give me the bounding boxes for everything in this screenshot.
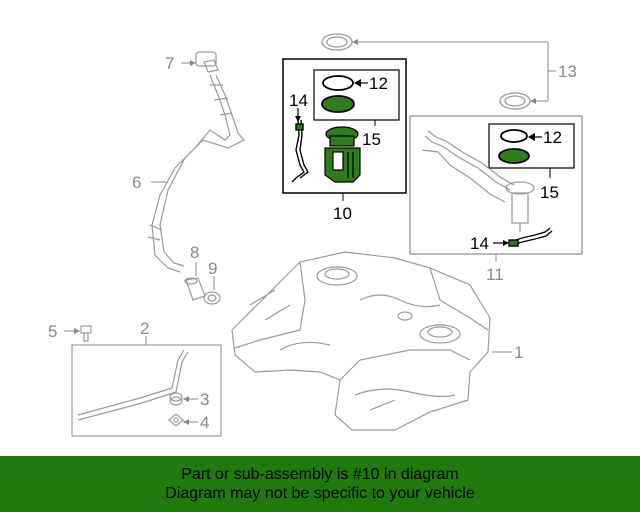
oring-right: [500, 129, 528, 143]
callout-15-left: 15: [362, 130, 381, 149]
callout-2: 2: [140, 319, 149, 338]
gasket-left: [321, 95, 355, 113]
callout-5: 5: [48, 322, 57, 341]
callout-13: 13: [558, 62, 577, 81]
harness-14-left: [291, 119, 309, 183]
callout-10: 10: [333, 204, 352, 223]
hose-and-clamp: [184, 277, 221, 305]
fuel-sender-unit: [421, 130, 535, 232]
callout-6: 6: [132, 173, 141, 192]
notice-line-2: Diagram may not be specific to your vehi…: [165, 485, 475, 502]
nut-3: [169, 392, 183, 406]
lock-ring-right: [499, 92, 531, 110]
fuel-tank: [231, 251, 491, 431]
harness-14-right: [508, 227, 553, 247]
fuel-pump-assembly-box: [282, 58, 407, 194]
callout-12-left: 12: [369, 74, 388, 93]
callout-11: 11: [486, 265, 504, 284]
oring-left: [322, 75, 354, 91]
fuel-pump-module: [324, 126, 361, 183]
parts-diagram: 1 6 7 8 9 2 3 4: [48, 33, 583, 437]
callout-9: 9: [208, 259, 217, 278]
callout-15-right: 15: [540, 183, 559, 202]
callout-8: 8: [190, 243, 199, 262]
strap: [77, 349, 189, 421]
lock-ring-top: [321, 33, 353, 51]
washer-4: [168, 413, 184, 427]
seal-kit-box-right: [488, 123, 575, 169]
notice-banner: Part or sub-assembly is #10 in diagram D…: [0, 456, 640, 512]
callout-12-right: 12: [543, 128, 562, 147]
callout-1: 1: [514, 343, 523, 362]
filler-pipe: [147, 51, 245, 273]
callout-14-left: 14: [289, 91, 308, 110]
seal-kit-box-left: [313, 69, 400, 121]
strap-group-box: [71, 344, 222, 437]
notice-line-1: Part or sub-assembly is #10 in diagram: [181, 466, 459, 483]
callout-14-right: 14: [470, 234, 489, 253]
callout-7: 7: [165, 54, 174, 73]
callout-3: 3: [200, 390, 209, 409]
gasket-right: [498, 148, 530, 164]
callout-4: 4: [200, 413, 209, 432]
bolt-5: [80, 325, 92, 342]
